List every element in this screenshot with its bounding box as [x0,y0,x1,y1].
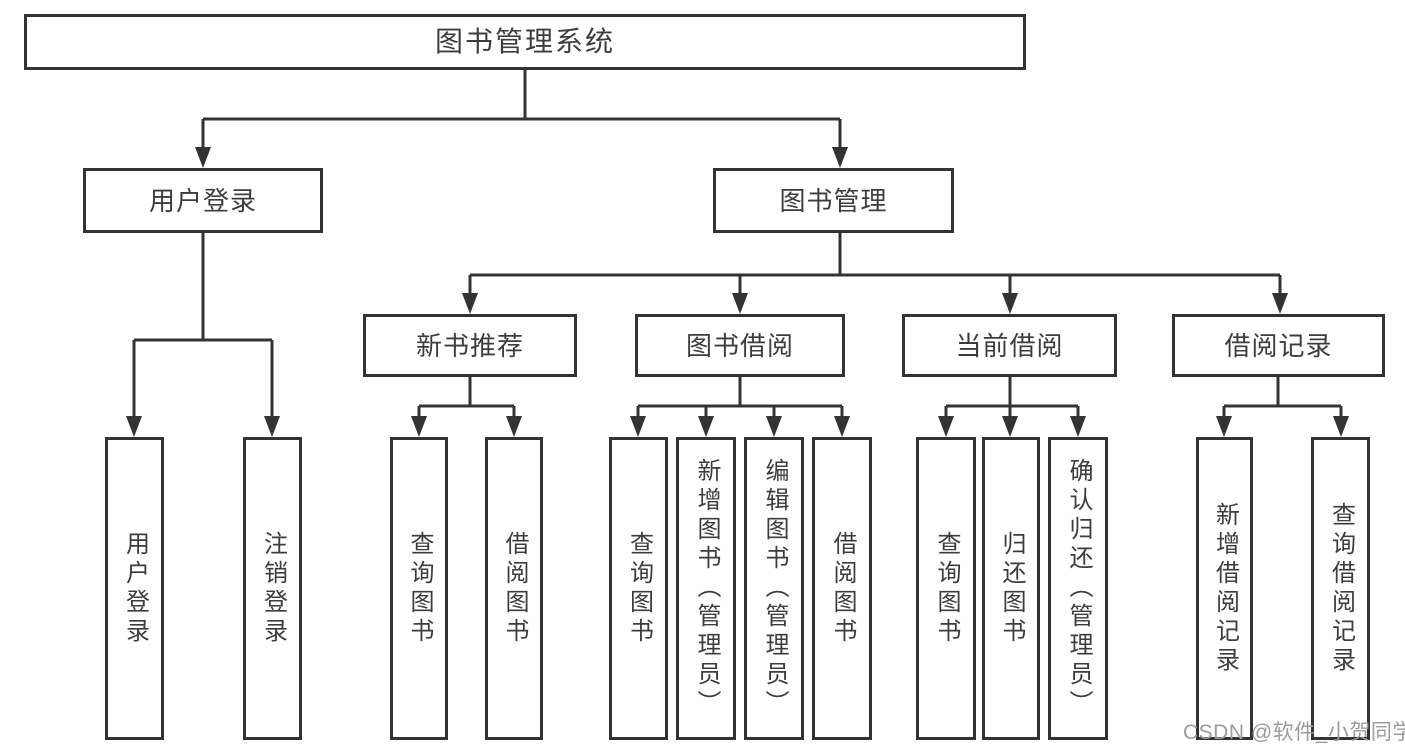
csdn-watermark: CSDN @软件_小贺同学 [1183,721,1405,744]
leaf-query-books-recommend: 查询图书 [390,437,448,740]
node-new-book-recommend: 新书推荐 [363,314,577,377]
leaf-return-books-label: 归还图书 [998,530,1025,647]
leaf-add-borrow-record: 新增借阅记录 [1196,437,1253,740]
leaf-query-borrow-record: 查询借阅记录 [1311,437,1370,740]
leaf-query-books-borrowing: 查询图书 [609,437,668,740]
node-book-management: 图书管理 [713,168,954,233]
node-borrowing-records-label: 借阅记录 [1224,330,1333,361]
leaf-query-books-borrowing-label: 查询图书 [625,530,653,647]
leaf-logout-login: 注销登录 [243,437,302,740]
leaf-confirm-return-admin-label: 确认归还（管理员） [1065,458,1092,719]
leaf-edit-books-admin: 编辑图书（管理员） [744,437,804,740]
node-borrowing-records: 借阅记录 [1172,314,1385,377]
node-user-login-label: 用户登录 [148,185,257,216]
node-current-borrowing-label: 当前借阅 [955,330,1064,361]
leaf-logout-login-label: 注销登录 [259,530,287,647]
leaf-user-login-label: 用户登录 [121,530,149,647]
leaf-query-books-current: 查询图书 [916,437,976,740]
node-current-borrowing: 当前借阅 [902,314,1117,377]
node-book-management-label: 图书管理 [779,185,888,216]
leaf-query-books-current-label: 查询图书 [933,530,960,647]
leaf-borrow-books-recommend-label: 借阅图书 [501,530,528,647]
leaf-borrow-books-borrowing-label: 借阅图书 [829,530,856,647]
node-new-book-recommend-label: 新书推荐 [415,330,524,361]
leaf-add-books-admin-label: 新增图书（管理员） [693,458,720,719]
node-book-borrowing: 图书借阅 [635,314,845,377]
leaf-edit-books-admin-label: 编辑图书（管理员） [761,458,788,719]
leaf-confirm-return-admin: 确认归还（管理员） [1048,437,1108,740]
leaf-query-books-recommend-label: 查询图书 [406,530,433,647]
leaf-add-books-admin: 新增图书（管理员） [676,437,736,740]
leaf-borrow-books-borrowing: 借阅图书 [812,437,872,740]
leaf-query-borrow-record-label: 查询借阅记录 [1327,501,1355,676]
node-book-borrowing-label: 图书借阅 [685,330,794,361]
leaf-user-login: 用户登录 [105,437,164,740]
leaf-return-books: 归还图书 [982,437,1040,740]
leaf-add-borrow-record-label: 新增借阅记录 [1211,501,1239,676]
leaf-borrow-books-recommend: 借阅图书 [485,437,543,740]
node-book-management-system-label: 图书管理系统 [434,26,615,57]
node-book-management-system: 图书管理系统 [24,14,1026,70]
node-user-login: 用户登录 [83,168,323,233]
